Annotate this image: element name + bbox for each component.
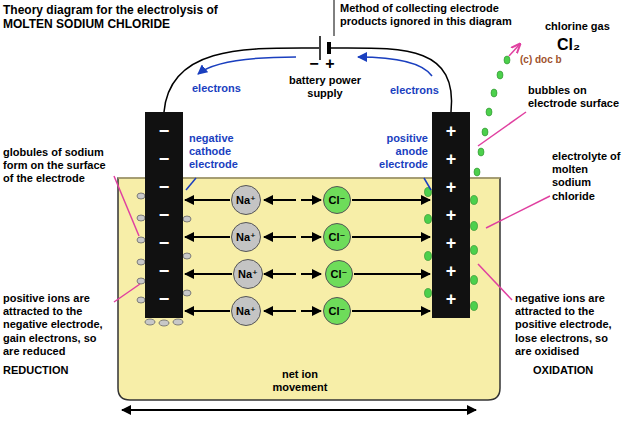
chloride-ion: Cl⁻	[323, 223, 351, 251]
note-line	[334, 0, 335, 36]
chloride-ion: Cl⁻	[323, 297, 351, 325]
electrode-sign: +	[446, 150, 457, 168]
cathode-electrode: − − − − − − −	[145, 112, 183, 318]
chloride-ion: Cl⁻	[323, 186, 351, 214]
electrode-sign: +	[446, 122, 457, 140]
sodium-ion: Na⁺	[233, 259, 263, 289]
electrode-sign: −	[159, 262, 170, 280]
electrode-sign: −	[159, 150, 170, 168]
ion-arrow	[185, 236, 230, 238]
electrode-label: positive anode electrode	[366, 132, 428, 172]
ion-arrow	[185, 273, 232, 275]
ion-symbol: Cl⁻	[329, 231, 346, 244]
ion-symbol: Na⁺	[236, 194, 256, 207]
electrode-sign: +	[446, 234, 457, 252]
callout-text: globules of sodium form on the surface o…	[3, 146, 115, 186]
ion-arrow	[352, 310, 430, 312]
electron-label: electrons	[192, 82, 252, 95]
electrode-sign: +	[446, 290, 457, 308]
callout-text: bubbles on electrode surface	[528, 84, 620, 110]
ion-symbol: Cl⁻	[329, 194, 346, 207]
sodium-ion: Na⁺	[231, 185, 261, 215]
electrode-label: negative cathode electrode	[189, 132, 251, 172]
net-movement-arrow	[122, 409, 476, 411]
diagram-title: Theory diagram for the electrolysis of M…	[3, 3, 238, 32]
ion-arrow	[352, 199, 430, 201]
ion-symbol: Cl⁻	[329, 305, 346, 318]
copyright: (c) doc b	[520, 54, 590, 66]
callout-text: positive ions are attracted to the negat…	[3, 292, 115, 358]
ion-symbol: Na⁺	[238, 268, 258, 281]
sodium-ion: Na⁺	[231, 296, 261, 326]
ion-symbol: Na⁺	[236, 231, 256, 244]
electrode-sign: −	[159, 178, 170, 196]
electrode-sign: +	[446, 262, 457, 280]
ion-symbol: Na⁺	[236, 305, 256, 318]
electrode-sign: +	[446, 178, 457, 196]
ion-arrow	[185, 199, 230, 201]
ion-arrow	[354, 273, 430, 275]
electrode-leaders	[186, 178, 431, 190]
anode-electrode: + + + + + + +	[432, 112, 470, 318]
formula: Cl₂	[557, 35, 597, 54]
electron-arrow	[198, 57, 296, 74]
electrode-sign: −	[159, 290, 170, 308]
ion-arrow	[185, 310, 230, 312]
battery-terminal: +	[324, 54, 336, 73]
chloride-ion: Cl⁻	[325, 260, 353, 288]
note: Method of collecting electrode products …	[340, 2, 530, 28]
process-name: OXIDATION	[533, 364, 625, 377]
gas-label: chlorine gas	[545, 20, 625, 33]
callout-text: negative ions are attracted to the posit…	[515, 292, 627, 358]
battery-label: battery power supply	[282, 74, 368, 100]
callout-text: electrolyte of molten sodium chloride	[552, 150, 627, 203]
battery-plate	[327, 42, 331, 54]
battery-terminal: −	[308, 54, 320, 73]
gas-arrow	[509, 44, 520, 56]
electron-arrow	[358, 57, 432, 76]
movement-label: net ion movement	[259, 368, 341, 394]
battery-plate	[319, 36, 321, 60]
ion-movement-arrows	[264, 200, 321, 311]
ion-symbol: Cl⁻	[331, 268, 348, 281]
ion-arrow	[352, 236, 430, 238]
electrode-sign: +	[446, 206, 457, 224]
electron-label: electrons	[390, 84, 450, 97]
electrode-sign: −	[159, 206, 170, 224]
electrode-sign: −	[159, 234, 170, 252]
process-name: REDUCTION	[3, 364, 115, 377]
electrode-sign: −	[159, 122, 170, 140]
sodium-ion: Na⁺	[231, 222, 261, 252]
